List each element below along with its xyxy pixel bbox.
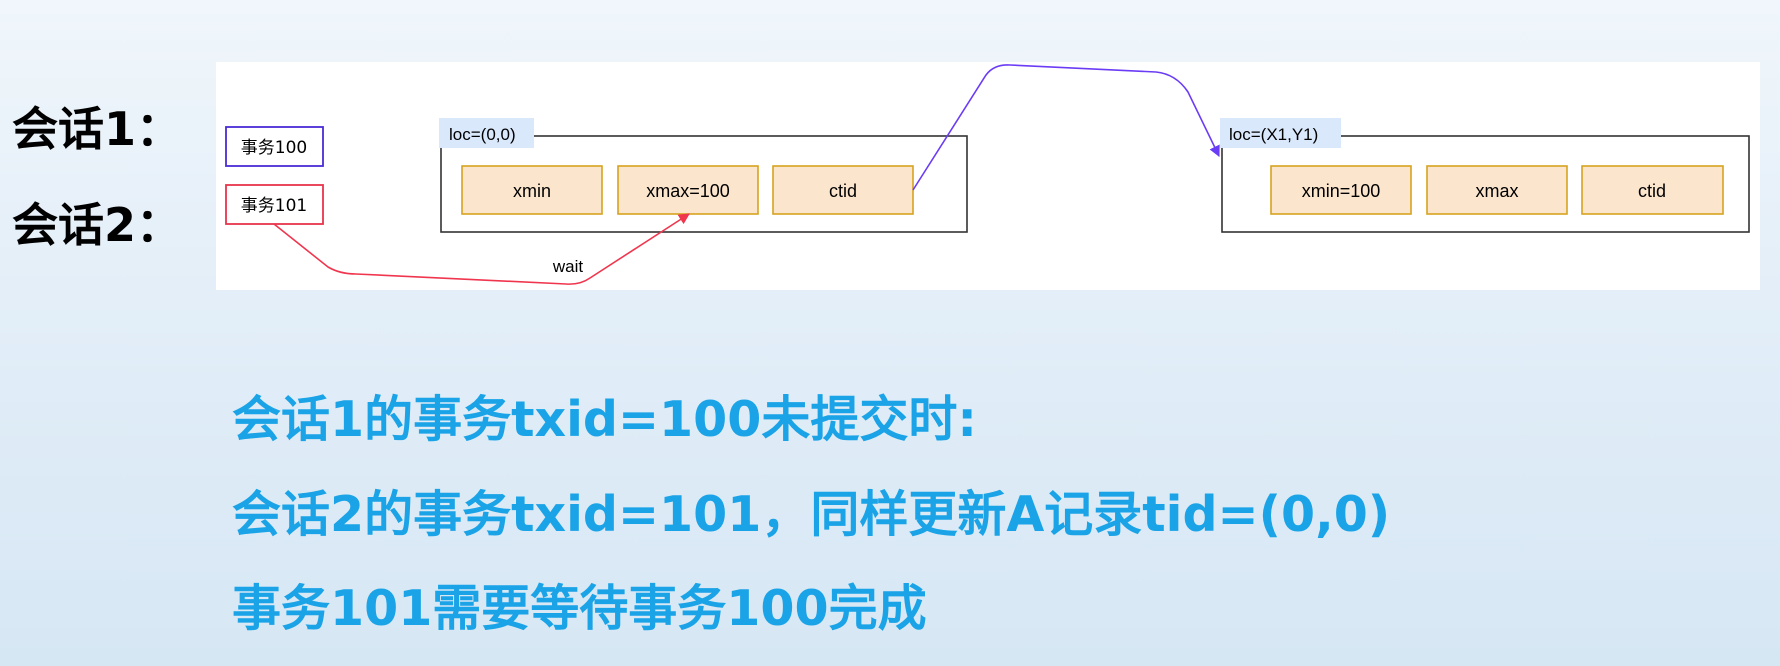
tuple-new-container: loc=(X1,Y1) xmin=100 xmax ctid	[1220, 118, 1750, 233]
tuple-new-xmax: xmax	[1475, 181, 1518, 201]
tuple-new-xmin: xmin=100	[1302, 181, 1381, 201]
session-1-label: 会话1：	[12, 102, 183, 156]
tuple-new-ctid: ctid	[1638, 181, 1666, 201]
tuple-old-xmin-cell	[461, 165, 603, 215]
wait-label-bg	[546, 255, 590, 277]
tuple-old-loc-bg	[439, 118, 534, 148]
tuple-old-loc: loc=(0,0)	[449, 125, 516, 144]
explanation-line-3: 事务101需要等待事务100完成	[232, 580, 927, 637]
tuple-old-ctid-cell	[772, 165, 914, 215]
tuple-old-xmin: xmin	[513, 181, 551, 201]
tuple-update-diagram: 事务100 事务101 loc=(0,0) xmin xmax=100 ctid…	[216, 62, 1760, 290]
tuple-new-xmin-cell	[1270, 165, 1412, 215]
ctid-pointer-arrow	[912, 64, 1220, 191]
tx100-box: 事务100	[225, 126, 324, 167]
tuple-new-loc: loc=(X1,Y1)	[1229, 125, 1318, 144]
tuple-new-xmax-cell	[1426, 165, 1568, 215]
wait-arrow	[273, 213, 690, 285]
tuple-new-loc-bg	[1220, 118, 1341, 148]
tx101-label: 事务101	[241, 196, 307, 216]
tuple-old-ctid: ctid	[829, 181, 857, 201]
explanation-line-2: 会话2的事务txid=101，同样更新A记录tid=(0,0)	[232, 486, 1391, 543]
tx101-box: 事务101	[225, 184, 324, 225]
session-2-label: 会话2：	[12, 198, 183, 252]
tuple-new-ctid-cell	[1581, 165, 1724, 215]
wait-label: wait	[552, 257, 584, 276]
tuple-old-container: loc=(0,0) xmin xmax=100 ctid	[439, 118, 968, 233]
explanation-line-1: 会话1的事务txid=100未提交时:	[232, 391, 977, 448]
tuple-old-xmax: xmax=100	[646, 181, 730, 201]
tx100-label: 事务100	[241, 138, 307, 158]
